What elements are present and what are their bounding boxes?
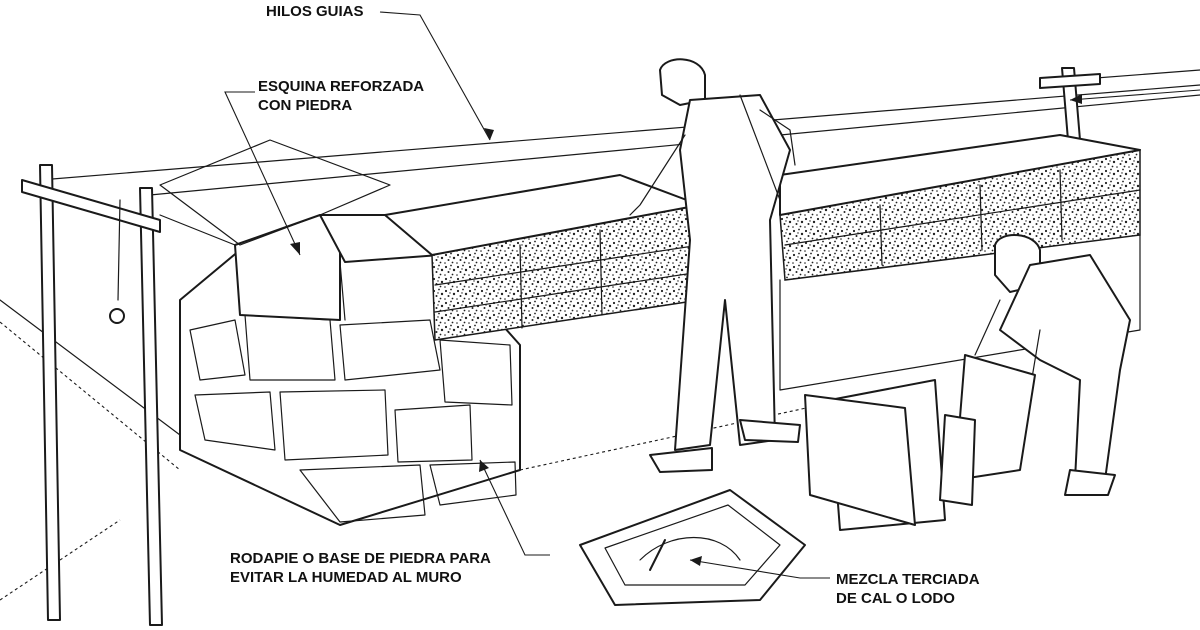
label-hilos-line: HILOS GUIAS <box>266 3 364 20</box>
label-esquina-line-2: CON PIEDRA <box>258 97 353 114</box>
mortar-tray <box>579 489 806 606</box>
label-mezcla-line-2: DE CAL O LODO <box>836 590 955 607</box>
adobe-molds <box>804 354 1036 531</box>
block-wall <box>384 134 1141 391</box>
label-mezcla: MEZCLA TERCIADA DE CAL O LODO <box>836 570 980 608</box>
worker-standing <box>629 58 801 473</box>
label-hilos-guias: HILOS GUIAS <box>266 2 364 21</box>
label-rodapie-line-2: EVITAR LA HUMEDAD AL MURO <box>230 569 462 586</box>
leader-lines <box>224 11 1200 579</box>
batter-boards <box>21 67 1101 626</box>
label-mezcla-line-1: MEZCLA TERCIADA <box>836 571 980 588</box>
label-rodapie-line-1: RODAPIE O BASE DE PIEDRA PARA <box>230 550 491 567</box>
worker-crouching <box>974 233 1131 496</box>
label-rodapie: RODAPIE O BASE DE PIEDRA PARA EVITAR LA … <box>230 549 491 587</box>
label-esquina-line-1: ESQUINA REFORZADA <box>258 78 425 95</box>
label-esquina-reforzada: ESQUINA REFORZADA CON PIEDRA <box>258 77 424 115</box>
stone-corner <box>159 139 441 321</box>
